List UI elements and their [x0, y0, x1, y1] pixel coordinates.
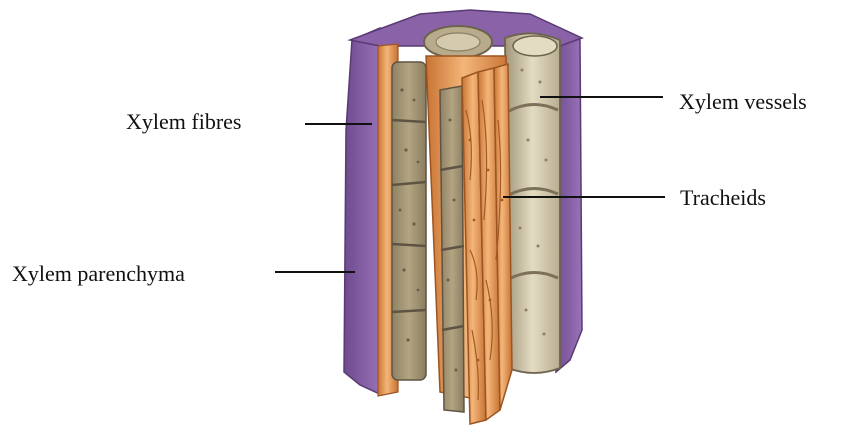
label-tracheids: Tracheids — [680, 187, 766, 209]
label-xylem-parenchyma: Xylem parenchyma — [12, 263, 185, 285]
purple-outer-tissue-left — [344, 28, 382, 395]
xylem-parenchyma-column — [392, 62, 426, 380]
front-parenchyma-cells — [440, 86, 464, 412]
label-xylem-vessels: Xylem vessels — [679, 91, 807, 113]
xylem-vessel-column — [505, 33, 560, 373]
tracheid-cells — [462, 64, 512, 424]
label-xylem-fibres: Xylem fibres — [126, 111, 241, 133]
